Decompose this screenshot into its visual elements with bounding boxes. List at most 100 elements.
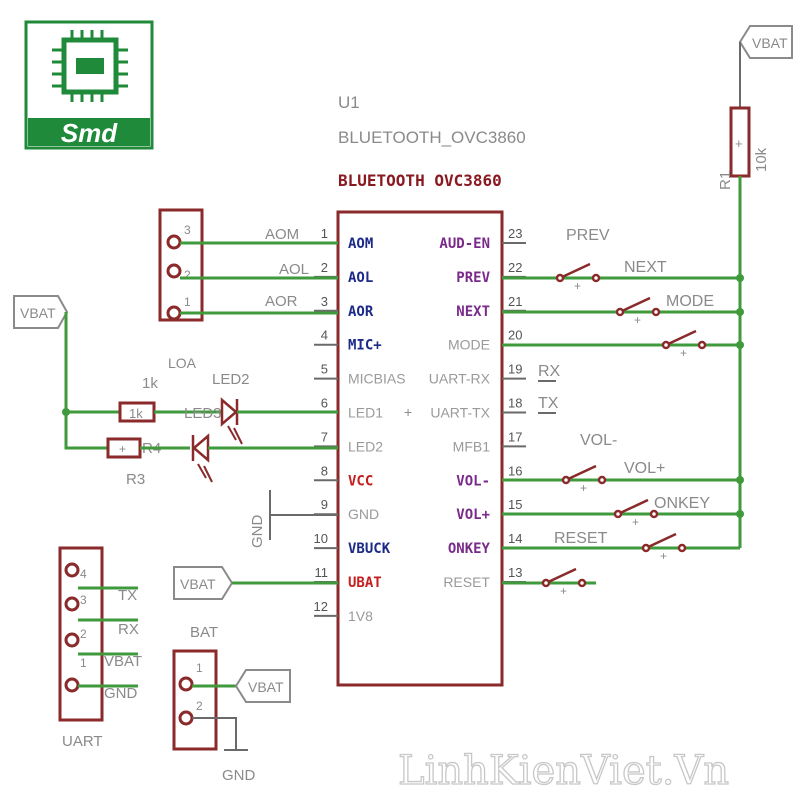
bat-pin-2: 2	[196, 699, 203, 713]
pin-number-23: 23	[508, 226, 522, 241]
switch-volm	[561, 464, 607, 485]
pin-label-15: VOL+	[456, 507, 490, 523]
uart-connector: 4 3 2 1 UART	[58, 546, 104, 750]
switch-symbols	[541, 262, 707, 588]
net-tx: TX	[538, 395, 559, 412]
plus-prev: +	[574, 279, 581, 293]
pin-number-6: 6	[321, 396, 328, 411]
pin-number-9: 9	[321, 497, 328, 512]
left-pins: 1AOM2AOL3AOR4MIC+5MICBIAS6LED17LED28VCC9…	[314, 226, 406, 624]
bus-junctions	[736, 274, 744, 518]
pin-label-22: PREV	[456, 270, 490, 286]
pin-number-13: 13	[508, 565, 522, 580]
vbat-flag-bat: VBAT	[234, 669, 291, 703]
pin-label-4: MIC+	[348, 338, 382, 354]
pin-label-5: MICBIAS	[348, 371, 406, 387]
vbat-top-text: VBAT	[752, 35, 788, 51]
r1-ref: R1	[717, 171, 734, 190]
r1-plus: +	[735, 136, 743, 151]
wire-bat-gnd	[192, 717, 237, 750]
pin-label-20: MODE	[448, 337, 490, 353]
vbat-bat-text: VBAT	[248, 679, 284, 695]
pin-number-7: 7	[321, 429, 328, 444]
bat-connector: 1 2 BAT	[172, 624, 218, 751]
pin-label-14: ONKEY	[448, 541, 491, 557]
net-rx: RX	[538, 363, 561, 380]
plus-next: +	[634, 313, 641, 327]
pin-label-13: RESET	[443, 574, 490, 590]
junction-left	[62, 408, 70, 416]
net-aol: AOL	[279, 261, 309, 278]
pin-label-1: AOM	[348, 236, 373, 252]
uart-label: UART	[62, 733, 103, 750]
pin-label-9: GND	[348, 506, 379, 522]
loa-pin-3: 3	[184, 223, 191, 237]
net-volm: VOL-	[580, 432, 617, 449]
pin-label-16: VOL-	[456, 473, 490, 489]
net-next: NEXT	[624, 259, 667, 276]
bat-pin-1: 1	[196, 661, 203, 675]
pin-number-21: 21	[508, 294, 522, 309]
gnd-bat-label: GND	[222, 767, 256, 784]
pin-number-17: 17	[508, 429, 522, 444]
net-mode: MODE	[666, 293, 714, 310]
pin-number-15: 15	[508, 497, 522, 512]
led3-symbol	[191, 433, 213, 483]
loa-pin-1: 1	[184, 295, 191, 309]
chip-value-bold: BLUETOOTH OVC3860	[338, 171, 502, 190]
pin-label-6: LED1	[348, 405, 383, 421]
switch-mode	[661, 329, 707, 350]
plus-volp: +	[632, 515, 639, 529]
uart-gnd: GND	[104, 685, 138, 702]
loa-pin-2: 2	[184, 268, 191, 282]
uart-rx: RX	[118, 621, 139, 638]
plus-mode: +	[680, 346, 687, 360]
switch-prev	[555, 262, 601, 283]
net-onkey: ONKEY	[654, 495, 710, 512]
pin-number-20: 20	[508, 328, 522, 343]
pin-label-18: UART-TX	[430, 405, 490, 421]
r3-ref: R3	[126, 471, 145, 488]
pin-label-3: AOR	[348, 304, 374, 320]
uart-vbat: VBAT	[104, 653, 142, 670]
smd-logo: Smd	[24, 20, 154, 150]
pin-number-2: 2	[321, 260, 328, 275]
plus-volm: +	[580, 481, 587, 495]
wire-vbat-left	[64, 312, 108, 450]
pin-number-16: 16	[508, 463, 522, 478]
vbat-chip-text: VBAT	[180, 576, 216, 592]
chip-plus: +	[404, 404, 412, 420]
uart-pin-1: 1	[80, 656, 87, 670]
pin-number-14: 14	[508, 531, 522, 546]
switch-reset	[541, 567, 587, 588]
led3-label: LED3	[184, 405, 222, 422]
right-pins: 23AUD-EN22PREV21NEXT20MODE19UART-RX18UAR…	[429, 226, 523, 590]
net-aom: AOM	[265, 226, 299, 243]
loa-connector: 3 2 1 LOA	[158, 208, 204, 371]
net-prev: PREV	[566, 227, 610, 244]
led2-symbol	[220, 397, 243, 445]
led2-label: LED2	[212, 371, 250, 388]
pin-number-1: 1	[321, 226, 328, 241]
vbat-flag-top: VBAT	[738, 25, 793, 59]
switch-plus-marks: + + + + + + +	[560, 279, 687, 598]
pin-number-12: 12	[314, 599, 328, 614]
net-volp: VOL+	[624, 460, 665, 477]
pin-number-11: 11	[315, 565, 329, 580]
chip-ref: U1	[338, 93, 360, 112]
pin-label-10: VBUCK	[348, 541, 391, 557]
loa-label: LOA	[168, 355, 197, 371]
bat-label: BAT	[190, 624, 218, 641]
uart-tx: TX	[118, 587, 137, 604]
pin-label-19: UART-RX	[429, 371, 491, 387]
pin-number-10: 10	[314, 531, 328, 546]
pin-number-3: 3	[321, 294, 328, 309]
vbat-flag-chip: VBAT	[173, 566, 234, 600]
net-reset: RESET	[554, 530, 608, 547]
logo-text: Smd	[61, 118, 118, 148]
pin-label-17: MFB1	[453, 438, 491, 454]
plus-reset: +	[560, 584, 567, 598]
pin-number-4: 4	[321, 328, 328, 343]
pin-label-8: VCC	[348, 473, 373, 489]
